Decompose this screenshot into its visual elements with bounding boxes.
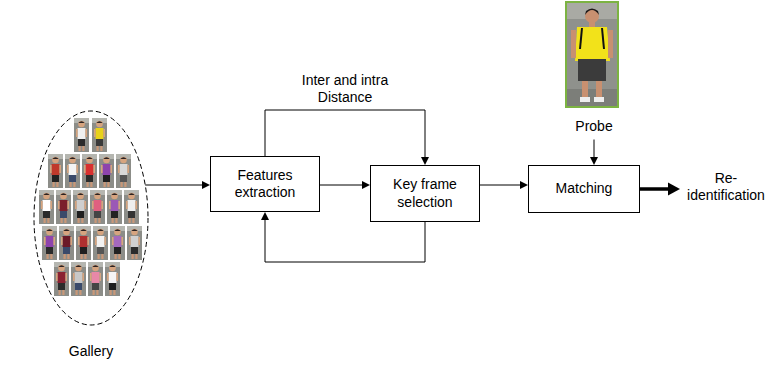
node-caption: Probe: [537, 118, 651, 136]
connector-line: [265, 219, 425, 262]
output-arrow: [640, 183, 680, 196]
box-label: Features extraction: [217, 167, 313, 202]
output-label: Re- identification: [682, 170, 770, 204]
output-arrow-head: [668, 183, 680, 196]
connector: [590, 140, 598, 166]
box-label: Matching: [556, 180, 613, 198]
connector-line: [320, 185, 363, 186]
process-box: Features extraction: [210, 156, 320, 212]
gallery-images: [39, 118, 142, 296]
connector-line: [480, 185, 521, 186]
node-caption: Gallery: [3, 343, 179, 361]
probe-image: [565, 1, 619, 108]
output-arrow-shaft: [640, 187, 670, 191]
connector-line: [145, 185, 203, 186]
arrow-head: [202, 181, 210, 189]
connector-line: [265, 110, 425, 158]
connector: [320, 181, 370, 189]
process-box: Key frame selection: [370, 165, 480, 222]
arrow-head: [590, 157, 598, 165]
ellipse-outline-path: [34, 111, 148, 325]
gallery-ellipse: Gallery: [33, 110, 149, 326]
ellipse-outline: [33, 110, 149, 326]
arrow-head: [520, 181, 528, 189]
box-label: Key frame selection: [377, 176, 473, 211]
arrow-head: [261, 212, 269, 220]
arrow-head: [362, 181, 370, 189]
connector: [145, 181, 210, 189]
edge-label: Inter and intra Distance: [289, 72, 401, 106]
probe-frame: Probe: [565, 1, 619, 108]
arrow-head: [421, 157, 429, 165]
process-box: Matching: [528, 165, 640, 213]
connector-line: [594, 140, 595, 159]
connector: [480, 181, 528, 189]
